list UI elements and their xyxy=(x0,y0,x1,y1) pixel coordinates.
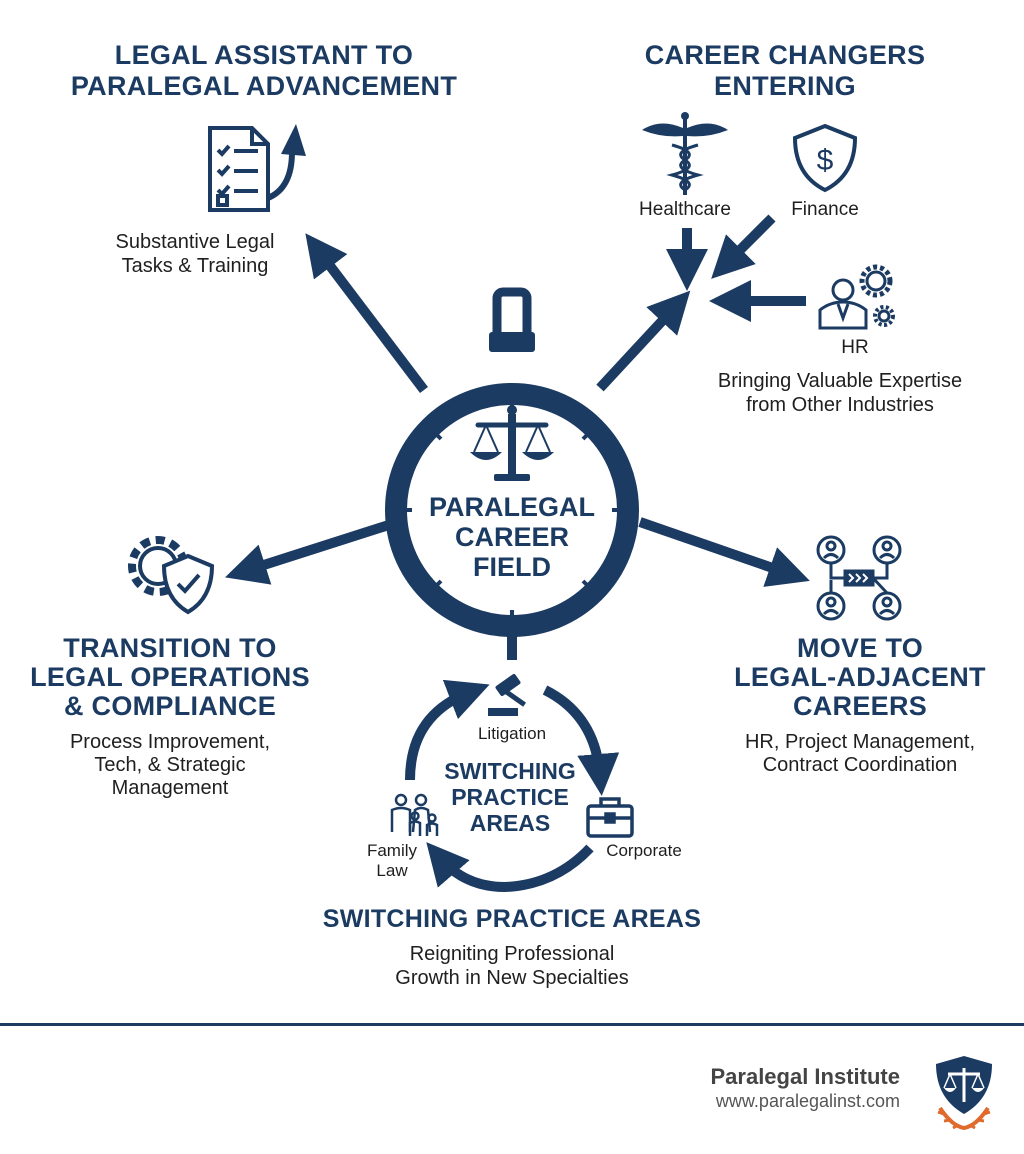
bottom-desc-line-2: Growth in New Specialties xyxy=(395,967,629,989)
left-title-line-1: TRANSITION TO xyxy=(63,633,277,663)
left-title: TRANSITION TO LEGAL OPERATIONS & COMPLIA… xyxy=(20,634,320,721)
right-title-line-3: CAREERS xyxy=(792,691,928,721)
svg-text:$: $ xyxy=(817,144,834,177)
checklist-document-icon xyxy=(208,126,270,212)
right-desc-line-1: HR, Project Management, xyxy=(744,731,976,753)
top-right-title-line-1: CAREER CHANGERS xyxy=(644,40,926,70)
right-title: MOVE TO LEGAL-ADJACENT CAREERS xyxy=(720,634,1000,721)
right-description: HR, Project Management, Contract Coordin… xyxy=(715,731,1005,777)
family-law-line-1: Family xyxy=(366,841,418,860)
dollar-shield-icon: $ xyxy=(792,123,858,193)
stopwatch-crown xyxy=(489,287,535,352)
center-title-line-3: FIELD xyxy=(473,552,551,582)
family-law-line-2: Law xyxy=(376,861,408,880)
hr-label: HR xyxy=(841,337,869,358)
right-desc-line-2: Contract Coordination xyxy=(762,754,958,776)
shield-scales-laurel-icon xyxy=(936,1056,992,1131)
briefcase-icon xyxy=(586,797,634,838)
family-icon xyxy=(390,793,439,836)
caduceus-icon xyxy=(642,112,728,195)
finance-label: Finance xyxy=(791,199,859,220)
left-desc-line-3: Management xyxy=(111,777,229,799)
left-desc-line-2: Tech, & Strategic xyxy=(94,754,246,776)
top-left-title-line-2: PARALEGAL ADVANCEMENT xyxy=(70,71,458,101)
cycle-arrows xyxy=(405,679,620,893)
advancement-arrow-icon xyxy=(266,124,306,201)
left-desc-line-1: Process Improvement, xyxy=(69,731,271,753)
person-gears-icon xyxy=(818,264,895,330)
top-left-title-line-1: LEGAL ASSISTANT TO xyxy=(114,40,414,70)
top-right-title-line-2: ENTERING xyxy=(714,71,856,101)
center-title-line-2: CAREER xyxy=(454,522,569,552)
cycle-title-line-1: SWITCHING xyxy=(444,758,576,784)
cycle-title-line-2: PRACTICE xyxy=(451,784,569,810)
top-right-description: Bringing Valuable Expertise from Other I… xyxy=(690,369,990,417)
arrow-top-right xyxy=(596,290,691,392)
footer-divider xyxy=(0,1023,1024,1026)
right-title-line-1: MOVE TO xyxy=(796,633,924,663)
corporate-label: Corporate xyxy=(606,841,682,860)
arrow-from-finance xyxy=(711,214,776,279)
cycle-title: SWITCHING PRACTICE AREAS xyxy=(415,758,605,836)
center-title-line-1: PARALEGAL xyxy=(429,492,595,522)
bottom-desc-line-1: Reigniting Professional xyxy=(409,943,615,965)
brand-name: Paralegal Institute xyxy=(710,1064,900,1089)
center-title: PARALEGAL CAREER FIELD xyxy=(412,492,612,582)
cycle-title-line-3: AREAS xyxy=(469,810,551,836)
left-title-line-3: & COMPLIANCE xyxy=(63,691,277,721)
top-right-desc-line-2: from Other Industries xyxy=(746,394,934,416)
bottom-title: SWITCHING PRACTICE AREAS xyxy=(322,905,702,933)
arrow-left xyxy=(225,517,400,585)
arrow-top-left xyxy=(305,233,428,394)
arrow-right xyxy=(638,517,810,587)
top-right-title: CAREER CHANGERS ENTERING xyxy=(620,40,950,102)
top-left-description: Substantive Legal Tasks & Training xyxy=(80,230,310,278)
top-left-title: LEGAL ASSISTANT TO PARALEGAL ADVANCEMENT xyxy=(40,40,488,102)
gear-shield-icon xyxy=(128,536,215,615)
top-left-desc-line-2: Tasks & Training xyxy=(121,255,269,277)
right-title-line-2: LEGAL-ADJACENT xyxy=(734,662,986,692)
cycle-arrow-right xyxy=(542,685,620,796)
top-left-desc-line-1: Substantive Legal xyxy=(115,231,275,253)
top-right-desc-line-1: Bringing Valuable Expertise xyxy=(717,370,963,392)
network-people-icon xyxy=(816,535,902,621)
family-law-label: Family Law xyxy=(356,841,428,881)
brand-url[interactable]: www.paralegalinst.com xyxy=(715,1091,900,1111)
litigation-label: Litigation xyxy=(477,724,547,743)
healthcare-label: Healthcare xyxy=(639,199,731,220)
scales-icon xyxy=(470,405,554,481)
cycle-arrow-bottom xyxy=(426,842,594,893)
cycle-arrow-left xyxy=(405,679,490,781)
bottom-description: Reigniting Professional Growth in New Sp… xyxy=(337,942,687,990)
gavel-icon xyxy=(488,673,527,716)
spoke-arrows xyxy=(225,214,810,660)
left-description: Process Improvement, Tech, & Strategic M… xyxy=(40,731,300,800)
left-title-line-2: LEGAL OPERATIONS xyxy=(30,662,310,692)
